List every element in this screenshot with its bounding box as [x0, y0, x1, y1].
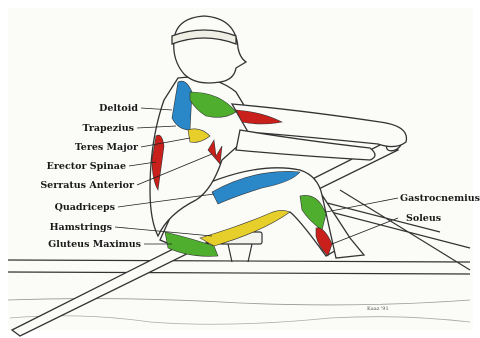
label-gastrocnemius: Gastrocnemius	[400, 193, 480, 204]
label-quadriceps: Quadriceps	[30, 202, 115, 213]
label-erector-spinae: Erector Spinae	[30, 161, 126, 172]
label-gluteus-maximus: Gluteus Maximus	[20, 239, 141, 250]
label-soleus: Soleus	[406, 213, 441, 224]
label-hamstrings: Hamstrings	[30, 222, 112, 233]
label-serratus-anterior: Serratus Anterior	[20, 180, 134, 191]
boat-hull	[8, 260, 470, 324]
artist-signature: Kaaz '91	[367, 306, 389, 312]
label-deltoid: Deltoid	[70, 103, 138, 114]
label-trapezius: Trapezius	[60, 123, 134, 134]
head	[172, 16, 246, 83]
label-teres-major: Teres Major	[58, 142, 138, 153]
